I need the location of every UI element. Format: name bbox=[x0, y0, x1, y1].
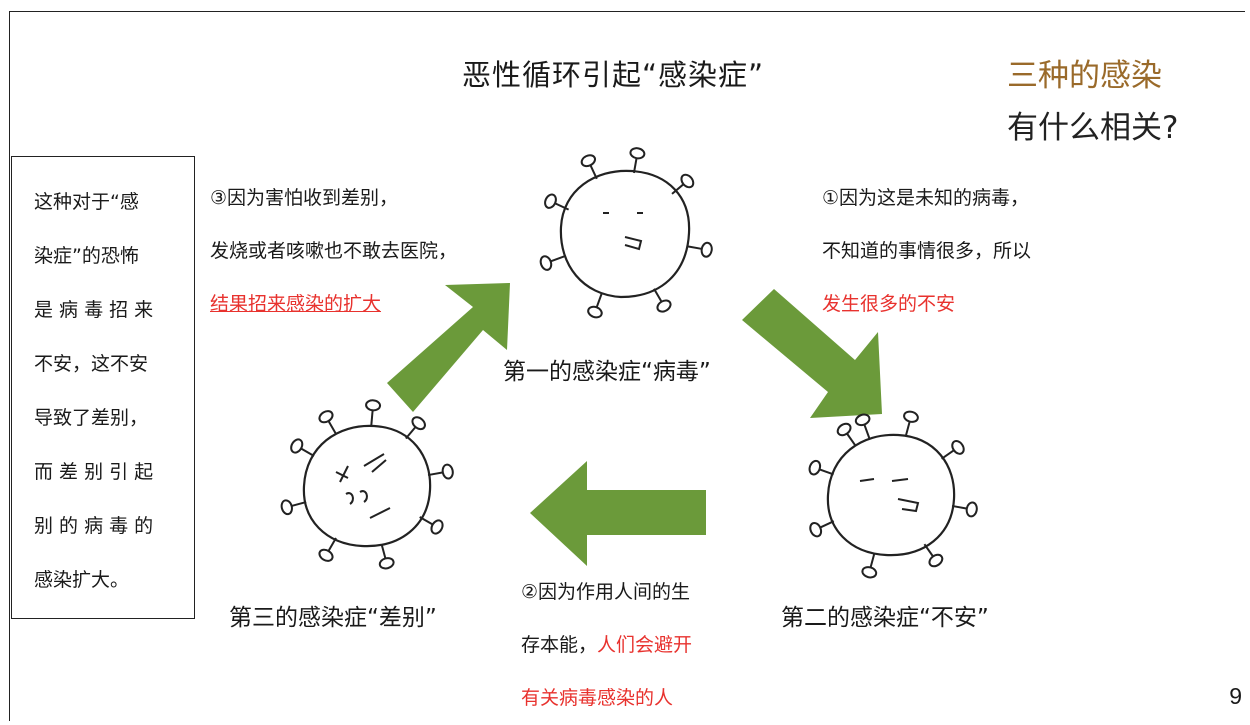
step1-line-1: ①因为这是未知的病毒， bbox=[822, 187, 1030, 209]
arrow-first-to-second bbox=[742, 289, 882, 418]
step1-line-2: 不知道的事情很多，所以 bbox=[822, 240, 1032, 262]
step1-highlight: 发生很多的不安 bbox=[822, 293, 956, 315]
step2-line-3-highlight: 有关病毒感染的人 bbox=[521, 687, 674, 709]
arrow-third-to-first bbox=[387, 283, 510, 412]
virus-third-icon bbox=[279, 398, 455, 571]
side-note-box: 这种对于“感 染症”的恐怖 是 病 毒 招 来 不安，这不安 导致了差别， 而 … bbox=[11, 156, 195, 619]
side-note-line: 是 病 毒 招 来 bbox=[34, 299, 154, 321]
step2-line-1: ②因为作用人间的生 bbox=[521, 581, 691, 603]
side-note-line: 感染扩大。 bbox=[34, 569, 130, 591]
node-label-second: 第二的感染症“不安” bbox=[781, 605, 989, 631]
step1-text: ①因为这是未知的病毒， 不知道的事情很多，所以 发生很多的不安 bbox=[822, 172, 1031, 331]
node-label-third: 第三的感染症“差别” bbox=[229, 605, 437, 631]
step3-text: ③因为害怕收到差别， 发烧或者咳嗽也不敢去医院， 结果招来感染的扩大 bbox=[210, 172, 457, 331]
virus-first-icon bbox=[537, 146, 714, 321]
step2-line-2-highlight: 人们会避开 bbox=[597, 634, 693, 656]
arrow-second-to-third bbox=[530, 461, 706, 566]
subtitle-line-1: 三种的感染 bbox=[1007, 58, 1162, 94]
step2-text: ②因为作用人间的生 存本能，人们会避开 有关病毒感染的人 bbox=[521, 566, 692, 725]
step3-highlight: 结果招来感染的扩大 bbox=[210, 293, 382, 315]
step3-line-1: ③因为害怕收到差别， bbox=[210, 187, 399, 209]
virus-second-icon bbox=[806, 409, 979, 580]
step2-line-2-plain: 存本能， bbox=[521, 634, 598, 656]
side-note-line: 这种对于“感 bbox=[34, 191, 139, 213]
page-number: 9 bbox=[1229, 683, 1242, 709]
side-note-line: 而 差 别 引 起 bbox=[34, 461, 154, 483]
subtitle-line-2: 有什么相关? bbox=[1007, 110, 1179, 146]
side-note-line: 导致了差别， bbox=[34, 407, 149, 429]
slide-frame bbox=[9, 11, 1245, 721]
side-note-line: 染症”的恐怖 bbox=[34, 245, 139, 267]
page-title: 恶性循环引起“感染症” bbox=[462, 58, 765, 92]
side-note-line: 不安，这不安 bbox=[34, 353, 149, 375]
node-label-first: 第一的感染症“病毒” bbox=[503, 359, 711, 385]
step3-line-2: 发烧或者咳嗽也不敢去医院， bbox=[210, 240, 458, 262]
side-note-line: 别 的 病 毒 的 bbox=[34, 515, 154, 537]
